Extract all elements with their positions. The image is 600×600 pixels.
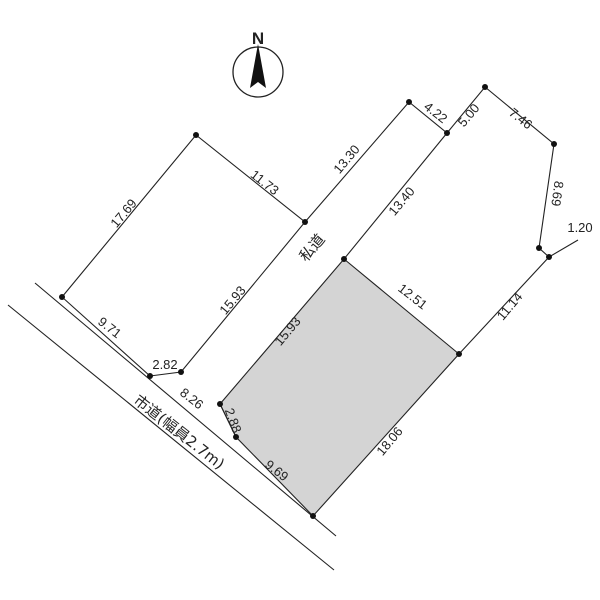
- vertex: [193, 132, 199, 138]
- private-road-right-edge: [343, 132, 448, 260]
- dim-road-right-lower: 13.40: [385, 184, 417, 219]
- vertex: [341, 256, 347, 262]
- vertex: [147, 373, 153, 379]
- vertex: [456, 351, 462, 357]
- private-road-left-edge: [304, 101, 448, 223]
- private-road-label: 私道: [296, 231, 329, 266]
- north-compass: N: [232, 29, 284, 98]
- right-lot-outline: [446, 86, 555, 355]
- dim-right-east: 8.69: [548, 180, 566, 207]
- vertex: [233, 434, 239, 440]
- vertex: [178, 369, 184, 375]
- city-road: [7, 282, 337, 571]
- north-arrow-icon: [250, 44, 266, 88]
- dim-road-top: 4.22: [421, 99, 450, 126]
- vertex: [217, 401, 223, 407]
- dim-right-southeast: 11.14: [494, 289, 526, 323]
- vertex: [59, 294, 65, 300]
- vertex: [536, 245, 542, 251]
- vertex-dots: [59, 84, 557, 519]
- dim-right-jog: 1.20: [567, 220, 592, 235]
- city-road-line-outer: [7, 304, 335, 571]
- subject-lot: [219, 258, 460, 517]
- vertex: [302, 219, 308, 225]
- vertex: [546, 254, 552, 260]
- jog-leader: [548, 239, 579, 258]
- vertex: [551, 141, 557, 147]
- city-road-label: 市道(幅員2.7m): [130, 391, 228, 473]
- dim-road-right-upper: 13.30: [330, 142, 362, 177]
- dim-left-notch: 2.82: [152, 357, 177, 372]
- vertex: [406, 99, 412, 105]
- city-road-line-inner: [34, 282, 337, 537]
- dim-left-west: 17.69: [107, 196, 139, 231]
- left-lot-outline: [61, 134, 306, 377]
- compass-label: N: [252, 29, 264, 48]
- dim-right-short: 5.00: [455, 101, 483, 130]
- dim-right-top: 7.46: [506, 105, 535, 132]
- vertex: [310, 513, 316, 519]
- subject-corner-edge: [219, 403, 237, 438]
- vertex: [482, 84, 488, 90]
- vertex: [444, 130, 450, 136]
- dim-shared-lower: 15.93: [216, 283, 248, 318]
- dim-left-top: 11.73: [248, 167, 282, 198]
